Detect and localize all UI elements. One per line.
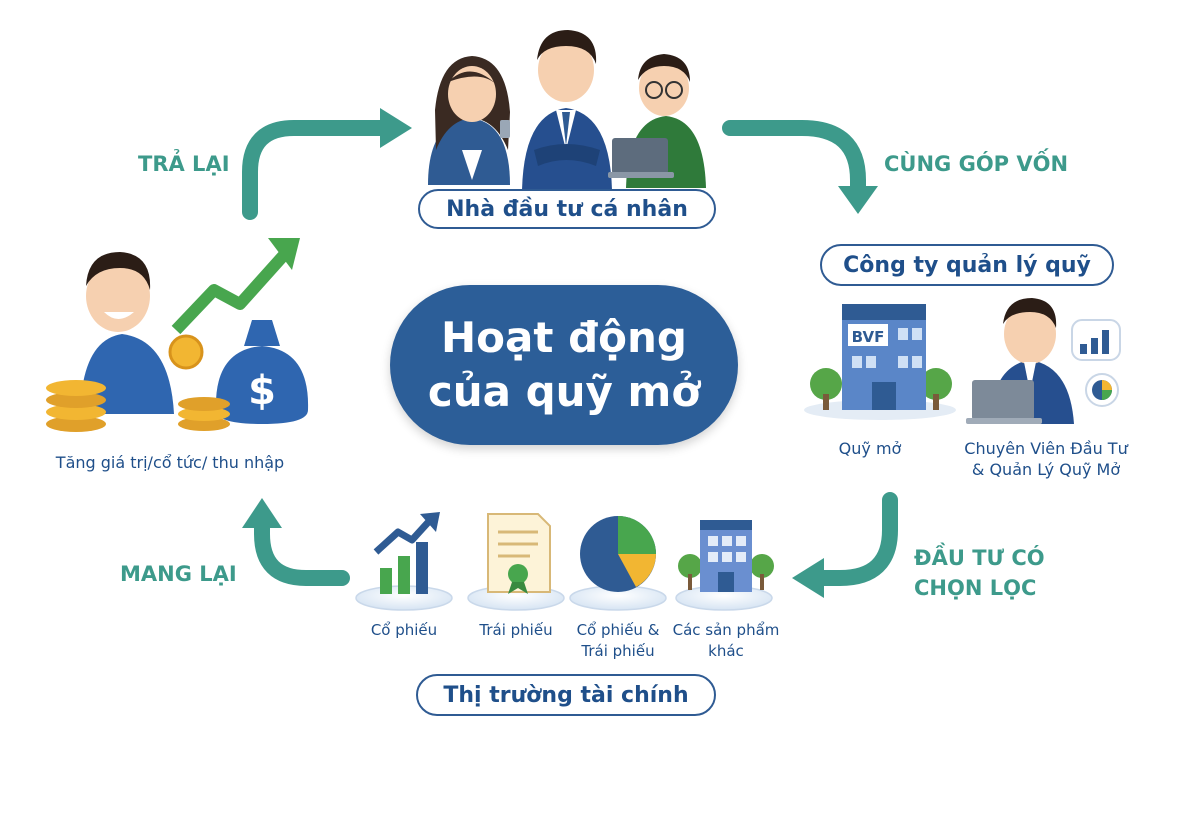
fund-company-label: Công ty quản lý quỹ	[820, 244, 1114, 286]
market-item-mixed: Cổ phiếu & Trái phiếu	[568, 620, 668, 662]
center-title-line-2: của quỹ mở	[427, 367, 701, 416]
flow-label-return: TRẢ LẠI	[138, 152, 230, 176]
arrow-selective-investing	[792, 492, 898, 598]
fund-specialist	[966, 298, 1121, 424]
fund-building-logo: BVF	[852, 328, 885, 346]
center-title-line-1: Hoạt động	[441, 313, 687, 362]
investor-man-suit	[522, 30, 612, 190]
flow-label-selective-2: CHỌN LỌC	[914, 576, 1037, 600]
market-item-other-line-2: khác	[708, 642, 744, 660]
specialist-caption-line-2: & Quản Lý Quỹ Mở	[971, 460, 1121, 479]
svg-text:$: $	[248, 368, 276, 414]
coin-stack-left	[46, 380, 106, 432]
returns-illustration: $	[46, 238, 309, 432]
flow-label-selective-1: ĐẦU TƯ CÓ	[914, 546, 1045, 570]
arrow-bring-returns	[242, 498, 350, 586]
pie-bubble-icon	[1085, 373, 1119, 407]
coin-stack-right	[178, 397, 230, 431]
market-item-mixed-line-1: Cổ phiếu &	[576, 621, 660, 639]
arrow-contribute-capital	[722, 120, 878, 214]
arrow-return-to-investors	[242, 108, 412, 220]
chart-bubble-icon	[1071, 319, 1121, 361]
investor-woman	[428, 56, 510, 185]
building-icon	[678, 520, 774, 592]
returns-caption: Tăng giá trị/cổ tức/ thu nhập	[55, 453, 285, 472]
specialist-caption: Chuyên Viên Đầu Tư & Quản Lý Quỹ Mở	[946, 438, 1146, 480]
flow-label-bring: MANG LẠI	[120, 562, 237, 586]
investor-man-glasses	[608, 54, 706, 188]
certificate-icon	[487, 513, 551, 594]
pie-chart-icon	[580, 516, 656, 592]
market-item-other: Các sản phẩm khác	[670, 620, 782, 662]
market-item-bonds: Trái phiếu	[479, 621, 553, 639]
market-item-stocks: Cổ phiếu	[370, 621, 438, 639]
market-item-other-line-1: Các sản phẩm	[672, 621, 780, 639]
specialist-caption-line-1: Chuyên Viên Đầu Tư	[964, 439, 1128, 458]
center-title: Hoạt động của quỹ mở	[390, 285, 738, 445]
market-label: Thị trường tài chính	[416, 674, 716, 716]
fund-caption: Quỹ mở	[838, 439, 902, 458]
flow-label-contribute: CÙNG GÓP VỐN	[884, 152, 1069, 176]
fund-building: BVF	[804, 304, 956, 420]
market-item-mixed-line-2: Trái phiếu	[581, 642, 655, 660]
bar-chart-icon	[373, 512, 440, 594]
investors-label: Nhà đầu tư cá nhân	[418, 189, 716, 229]
